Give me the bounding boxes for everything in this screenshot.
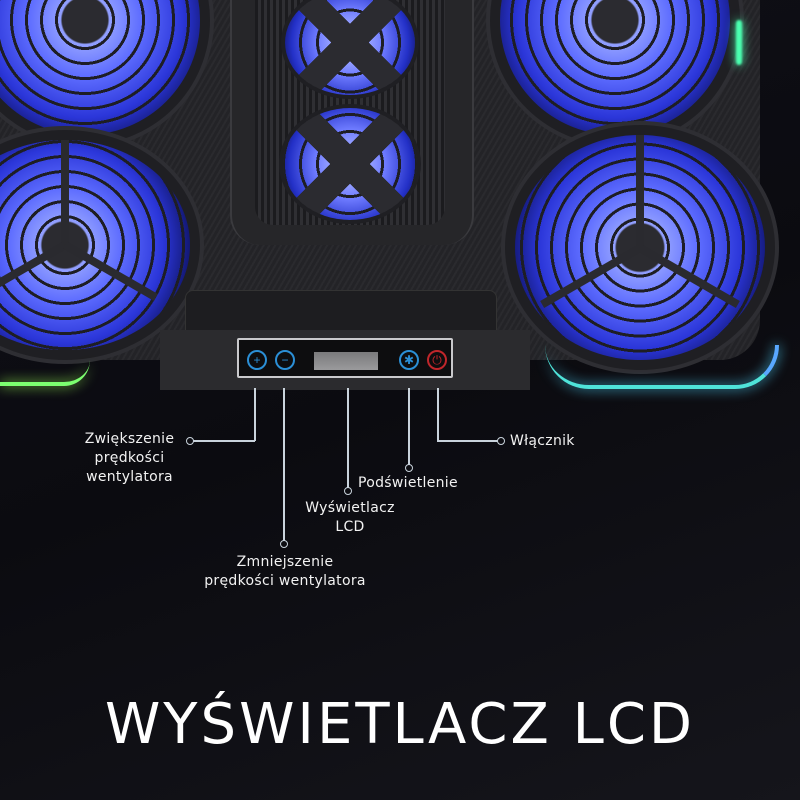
minus-icon: − [281,353,289,367]
power-button[interactable]: ⏻ [427,350,447,370]
label-line: Podświetlenie [358,475,458,491]
label-fan-speed-up: Zwiększenie prędkości wentylatora [72,430,187,487]
power-icon: ⏻ [432,353,442,367]
fan-speed-up-button[interactable]: + [247,350,267,370]
label-power: Włącznik [510,432,575,451]
label-line: Wyświetlacz [305,500,395,516]
fan-spoke [0,241,67,301]
callout-line-lcd [347,388,349,488]
label-line: prędkości wentylatora [204,573,366,589]
fan-speed-down-button[interactable]: − [275,350,295,370]
callout-line-power [437,440,499,442]
callout-line-backlight [408,388,410,465]
label-line: wentylatora [86,469,173,485]
cooling-pad-image: + − ✱ ⏻ [0,0,780,390]
rgb-strip-top-right [736,20,742,65]
callout-dot-backlight [404,464,413,472]
lcd-display [314,352,378,370]
headline: WYŚWIETLACZ LCD [104,692,696,757]
label-line: prędkości [94,450,165,466]
label-fan-speed-down: Zmniejszenie prędkości wentylatora [180,553,390,591]
fan-spoke [61,140,69,245]
fan-spoke [636,135,644,248]
callout-line-power [437,388,439,441]
rgb-strip-right [545,345,779,389]
label-backlight: Podświetlenie [358,474,458,493]
fan-spoke [540,244,642,308]
fan-spoke [63,241,158,301]
callout-line-fan-speed-up [193,440,255,442]
fan-center-top [285,0,415,95]
control-panel: + − ✱ ⏻ [237,338,453,378]
fan-bottom-right [515,135,765,360]
label-line: Włącznik [510,433,575,449]
rgb-strip-left [0,360,90,386]
plus-icon: + [253,353,261,367]
callout-dot-lcd [343,487,352,495]
label-line: Zmniejszenie [236,554,334,570]
callout-line-fan-speed-down [283,388,285,541]
callout-line-fan-speed-up [254,388,256,441]
fan-center-bottom [283,108,417,220]
label-lcd-display: Wyświetlacz LCD [290,499,410,537]
callout-dot-fan-speed-down [279,540,288,548]
callout-dot-power [497,437,505,445]
label-line: Zwiększenie [84,431,175,447]
backlight-button[interactable]: ✱ [399,350,419,370]
label-line: LCD [335,519,365,535]
light-icon: ✱ [403,353,415,367]
fan-spoke [638,244,740,308]
callout-dot-fan-speed-up [186,437,194,445]
